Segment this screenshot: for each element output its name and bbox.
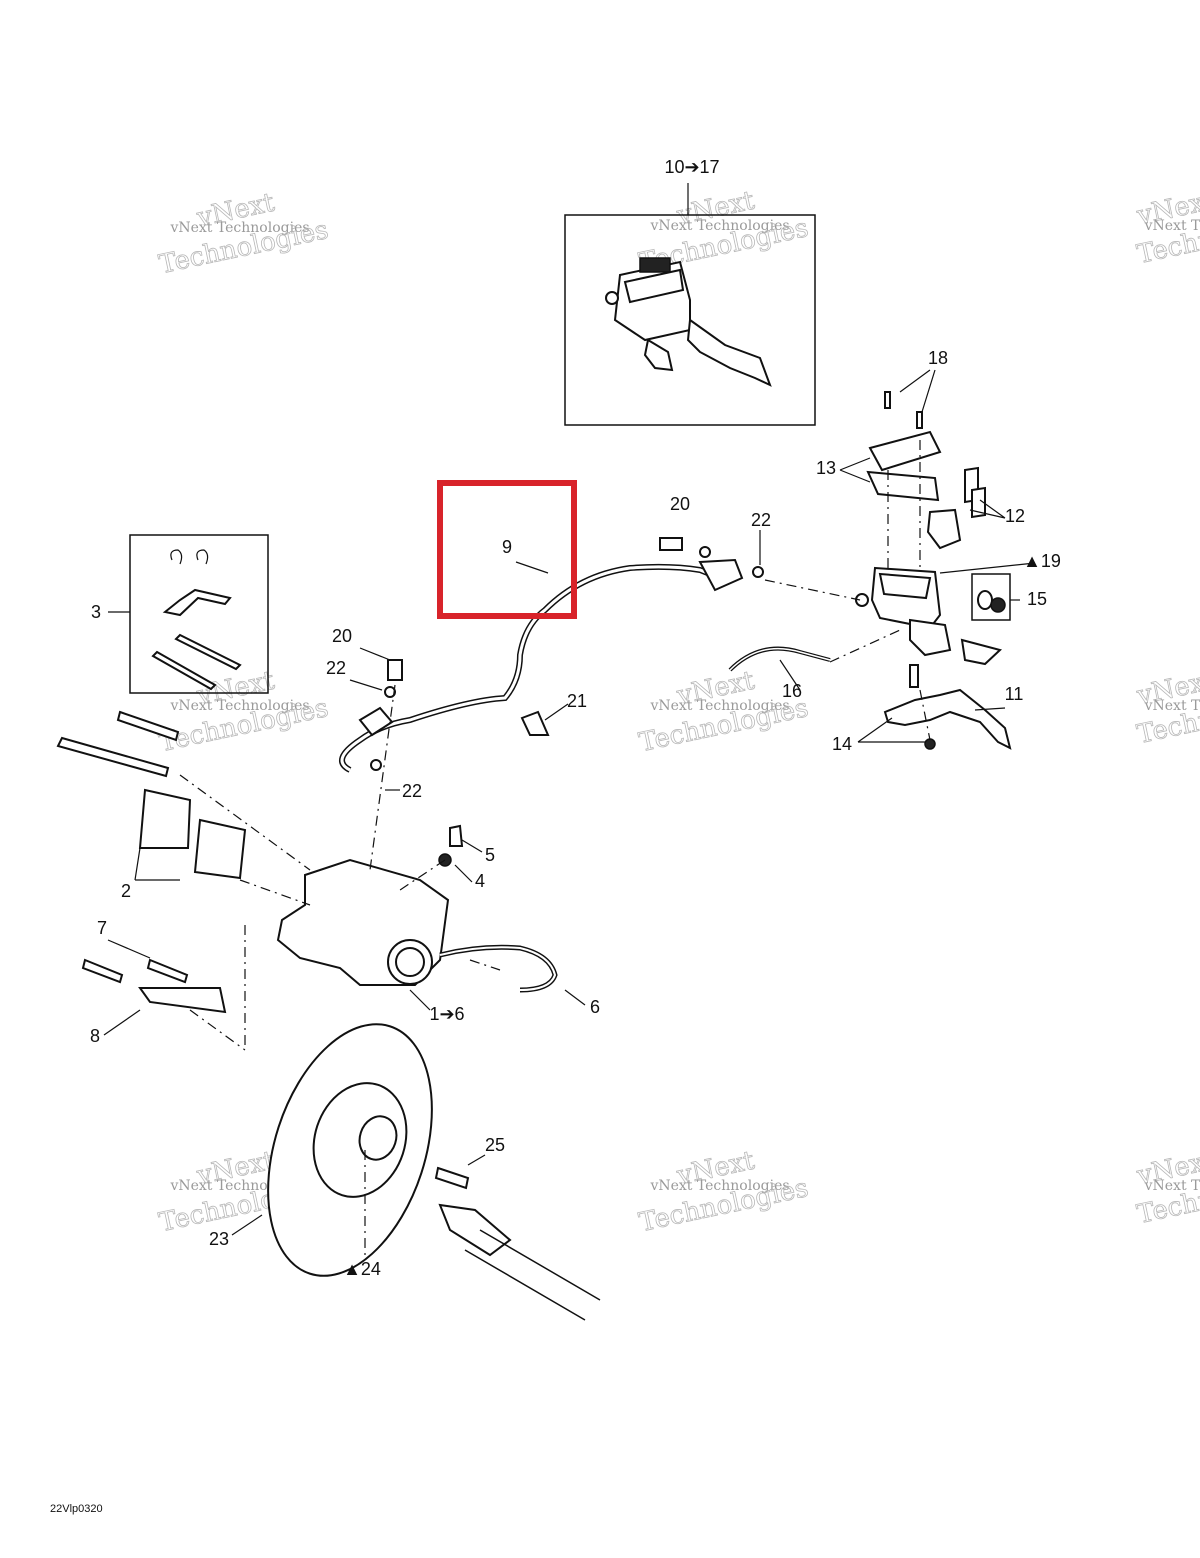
- callout-label: 18: [928, 348, 948, 368]
- watermark-line: vNext Tec: [1144, 218, 1200, 234]
- callout-label: 4: [475, 871, 485, 891]
- callout-label: 14: [832, 734, 852, 754]
- callout-label: ▲19: [1023, 551, 1061, 571]
- callout-label: 16: [782, 681, 802, 701]
- callout-label: 7: [97, 918, 107, 938]
- callout-label: 10➔17: [664, 157, 719, 177]
- callout-label: 20: [670, 494, 690, 514]
- callout-label: 22: [402, 781, 422, 801]
- brake-caliper: [56, 710, 558, 1014]
- callout-label: 5: [485, 845, 495, 865]
- watermark-line: vNext Technologies: [169, 220, 309, 236]
- brake-lever: [883, 664, 1012, 750]
- watermark-line: vNext Tec: [1144, 698, 1200, 714]
- callout-label: 1➔6: [429, 1004, 464, 1024]
- callout-label: 22: [751, 510, 771, 530]
- callout-label: 23: [209, 1229, 229, 1249]
- callout-label: 11: [1005, 684, 1024, 704]
- callout-label: 2: [121, 881, 131, 901]
- highlight-box-callout-9: [437, 480, 577, 619]
- callout-label: 21: [567, 691, 587, 711]
- callout-label: 9: [502, 537, 512, 557]
- brake-line: [339, 537, 764, 773]
- watermark-line: vNext Technologies: [169, 698, 309, 714]
- callout-label: 15: [1027, 589, 1047, 609]
- inset-master-cylinder-assembly: [564, 214, 816, 426]
- watermark-line: vNext Technologies: [649, 698, 789, 714]
- callout-label: 8: [90, 1026, 100, 1046]
- assembly-lines: [179, 440, 931, 1260]
- leader-lines: [103, 183, 1036, 1236]
- brake-disc: [267, 1023, 601, 1321]
- callout-label: 22: [326, 658, 346, 678]
- inset-pad-hardware-kit: [129, 534, 269, 694]
- callout-label: 13: [816, 458, 836, 478]
- callout-label: 12: [1005, 506, 1025, 526]
- master-cylinder: [855, 391, 1011, 666]
- watermark-line: vNext Tec: [1144, 1178, 1200, 1194]
- watermark-line: vNext Technologies: [649, 218, 789, 234]
- callout-label: ▲24: [343, 1259, 381, 1279]
- callout-label: 20: [332, 626, 352, 646]
- callout-label: 25: [485, 1135, 505, 1155]
- switch-cable: [728, 646, 831, 672]
- drawing-code: 22Vlp0320: [50, 1503, 103, 1515]
- callout-label: 6: [590, 997, 600, 1017]
- callout-labels: 10➔17 18 13 20 22 12 9 ▲19 15 3 20 22 16 11 21 14 22 54 27…: [90, 157, 1061, 1279]
- callout-label: 3: [91, 602, 101, 622]
- watermark-line: vNext Technologies: [649, 1178, 789, 1194]
